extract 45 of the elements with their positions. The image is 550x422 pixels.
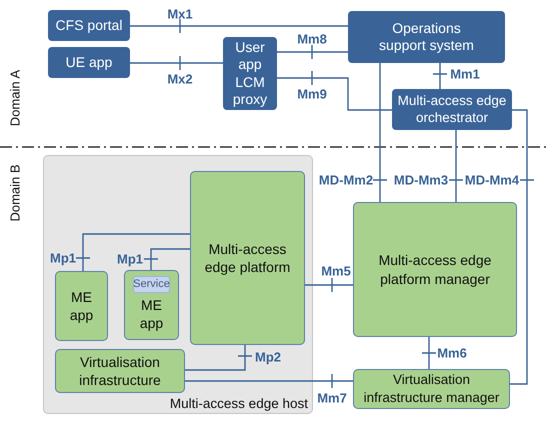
interface-line [129, 55, 224, 71]
interface-line [509, 109, 535, 385]
manager-box: Multi-access edge platform manager [353, 202, 517, 337]
orchestrator-box: Multi-access edge orchestrator [392, 89, 512, 130]
platform-box: Multi-access edge platform [190, 171, 305, 345]
interface-label: Mx2 [167, 72, 193, 86]
interface-line [372, 62, 388, 203]
interface-line [448, 129, 464, 203]
proxy-box: User app LCM proxy [223, 37, 277, 110]
node-text: ME app [138, 296, 164, 332]
interface-label: Mp1 [117, 252, 143, 266]
interface-label: Mm8 [297, 32, 327, 46]
host-title: Multi-access edge host [170, 396, 308, 411]
app-box: UE app [48, 47, 130, 78]
interface-line [304, 277, 354, 293]
infrastructure-box: Virtualisation infrastructure [55, 349, 185, 393]
domain-label: Domain B [8, 164, 22, 222]
domain-label: Domain A [8, 70, 22, 126]
service-tag: Service [133, 276, 170, 293]
interface-label: MD-Mm3 [394, 172, 448, 188]
interface-label: Mm1 [450, 66, 480, 82]
interface-label: Mm7 [317, 390, 347, 406]
interface-line [75, 233, 191, 272]
interface-label: Mm9 [297, 86, 327, 102]
interface-label: MD-Mm2 [318, 172, 374, 188]
interface-label: Mx1 [167, 6, 193, 22]
interface-line [184, 344, 253, 371]
interface-line [421, 336, 437, 370]
app-box: ME app [55, 271, 108, 341]
interface-line [143, 248, 191, 271]
interface-line [184, 373, 354, 389]
interface-line [276, 70, 393, 111]
interface-label: Mm5 [321, 264, 351, 278]
interface-label: Mm6 [437, 346, 467, 360]
system-box: Operations support system [348, 11, 505, 63]
interface-label: MD-Mm4 [464, 172, 520, 188]
interface-label: Mp1 [50, 250, 76, 266]
interface-line [432, 62, 448, 90]
host-panel [43, 155, 313, 414]
interface-line [276, 44, 349, 60]
interface-line [129, 18, 349, 34]
app-box [124, 270, 179, 340]
interface-label: Mp2 [255, 350, 281, 364]
manager-box: Virtualisation infrastructure manager [353, 369, 510, 409]
portal-box: CFS portal [48, 10, 130, 41]
